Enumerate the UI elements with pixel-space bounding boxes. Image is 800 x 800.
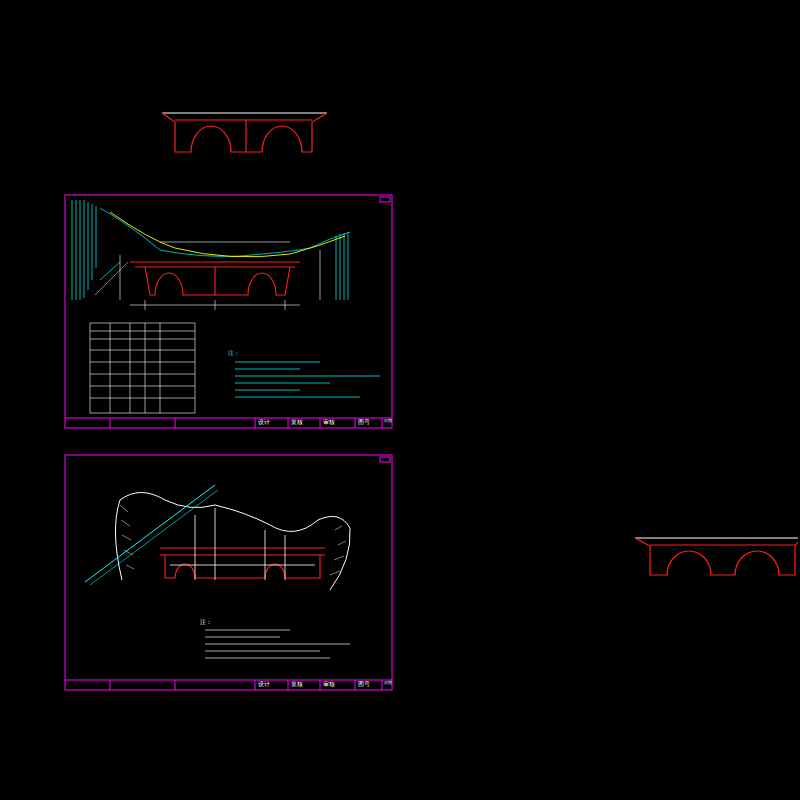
label-text: 图号 <box>358 682 370 688</box>
label-text: 设计 <box>258 420 270 426</box>
bridge-section <box>130 262 300 295</box>
label-text: 复核 <box>291 682 303 688</box>
label-text: 注： <box>228 350 240 356</box>
quantity-table <box>90 323 195 413</box>
sheet-frame <box>65 455 392 690</box>
label-text: 复核 <box>291 420 303 426</box>
ground-line <box>110 212 345 257</box>
label-text: 设计 <box>258 682 270 688</box>
terrain-hatching <box>72 200 350 300</box>
note-lines <box>235 362 380 397</box>
bridge-section <box>160 548 325 578</box>
sheet-frame <box>65 195 392 428</box>
label-text: 图号 <box>358 420 370 426</box>
bridge-elevation-top <box>162 113 327 152</box>
label-text: 审核 <box>323 682 335 688</box>
label-text: 注： <box>200 619 212 625</box>
label-text: 审核 <box>323 420 335 426</box>
pier-lines <box>170 508 315 580</box>
bridge-elevation-right <box>635 538 798 575</box>
reference-line <box>85 485 215 582</box>
reference-line <box>90 490 218 585</box>
label-text: 日期 <box>384 682 392 686</box>
terrain-hatching <box>120 505 346 575</box>
note-lines <box>205 630 350 658</box>
label-text: 日期 <box>384 420 392 424</box>
dimension-lines <box>120 242 320 310</box>
terrain-outline <box>115 493 350 591</box>
